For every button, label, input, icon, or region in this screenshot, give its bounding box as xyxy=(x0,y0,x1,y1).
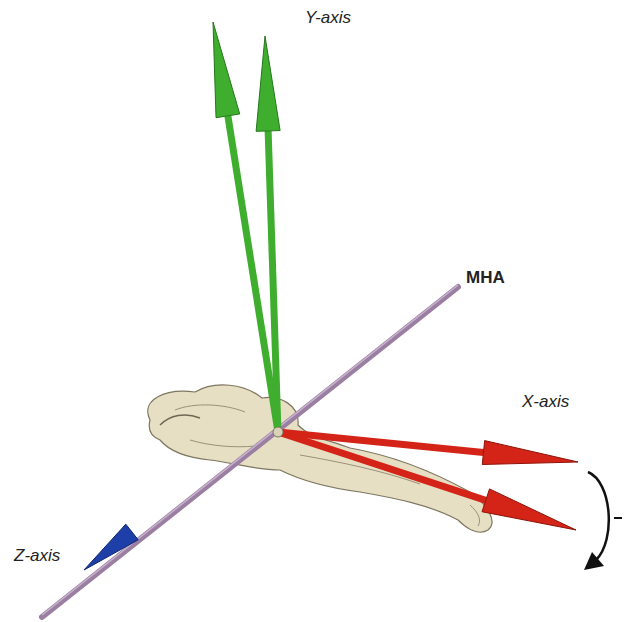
mha-rod xyxy=(42,287,458,617)
arrow-head xyxy=(482,489,576,530)
axis-label: Y-axis xyxy=(305,8,351,28)
mha-rod-highlight xyxy=(42,285,458,615)
axis-label: Z-axis xyxy=(14,546,60,566)
rotation-head xyxy=(584,552,604,570)
arrow-head xyxy=(213,22,240,118)
x-axis-arrow xyxy=(278,432,576,530)
bone-outline xyxy=(148,385,492,532)
arrow-shaft xyxy=(278,432,486,500)
axis-label: MHA xyxy=(466,268,505,288)
axis-label: X-axis xyxy=(522,392,569,412)
bone xyxy=(148,385,492,532)
z-axis-cone xyxy=(84,524,138,570)
y-axis-arrow xyxy=(256,36,280,432)
bone-contour xyxy=(175,405,480,526)
rotation-arc xyxy=(588,472,609,560)
arrow-head xyxy=(482,441,578,465)
bone-shadow xyxy=(160,415,200,425)
rotation-tick xyxy=(614,517,622,519)
origin xyxy=(273,427,283,437)
arrow-shaft xyxy=(228,116,278,432)
arrow-head xyxy=(256,36,280,131)
arrow-shaft xyxy=(268,131,278,432)
rotation-arrow xyxy=(584,472,622,570)
